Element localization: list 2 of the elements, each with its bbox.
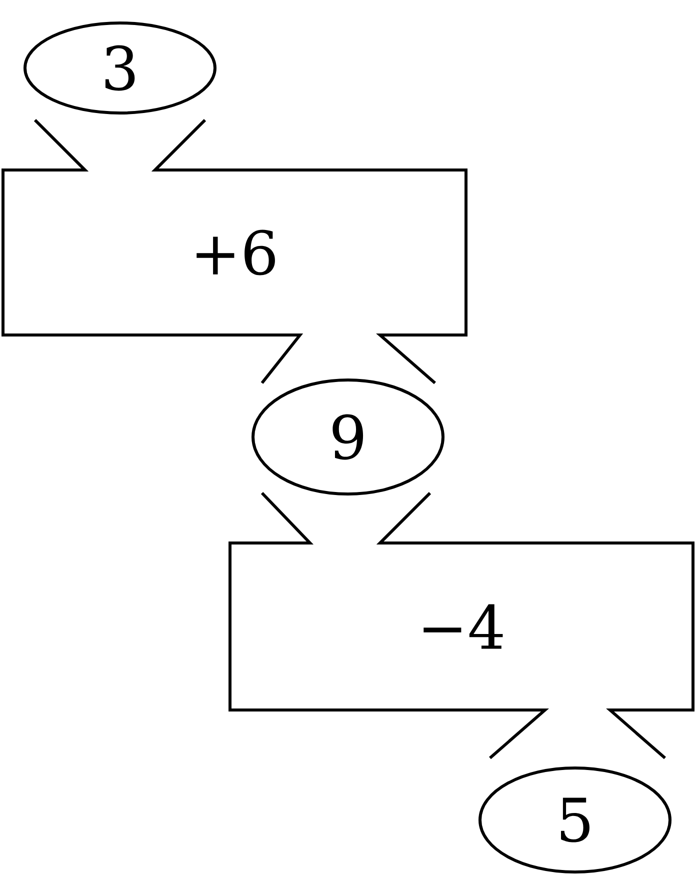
function-machine: +6 — [2, 118, 468, 384]
function-machine: −4 — [228, 492, 694, 760]
